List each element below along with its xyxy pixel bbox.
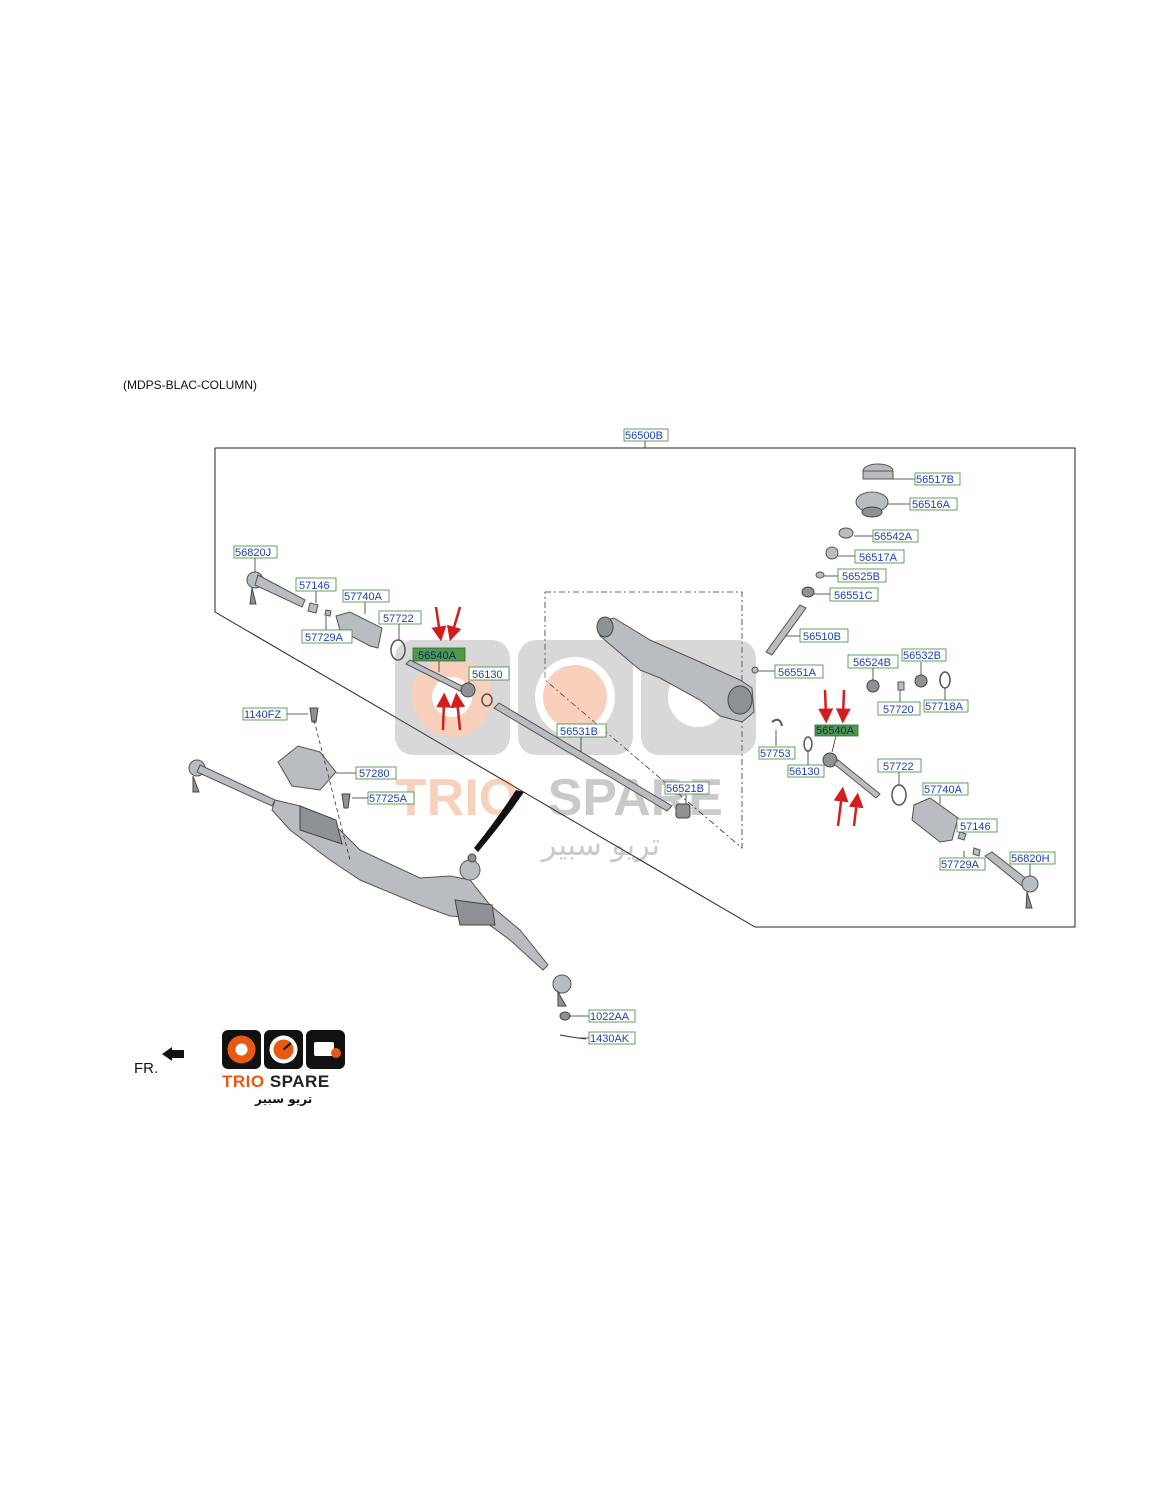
- watermark-brand-second: SPARE: [548, 769, 723, 827]
- label-56524B[interactable]: 56524B: [853, 657, 891, 669]
- brand-logo-text: TRIO SPARE: [222, 1072, 330, 1092]
- part-57280-bracket: [277, 745, 337, 791]
- part-57725A-bolt: [341, 793, 351, 809]
- part-57740A-right-boot: [911, 797, 959, 843]
- part-labels: 56500B 56517B 56516A 56542A 56517A 56525…: [233, 428, 1056, 1045]
- part-56540A-right-inner-rod: [833, 759, 881, 799]
- part-56524B: [866, 679, 880, 693]
- bolt-dashed-guide: [313, 719, 351, 861]
- callout-pointer: [474, 790, 524, 852]
- part-1140FZ-bolt: [309, 707, 319, 723]
- part-56531B-rack-bar: [493, 702, 673, 812]
- label-56540A-right[interactable]: 56540A: [816, 725, 855, 737]
- label-56551C[interactable]: 56551C: [834, 590, 873, 602]
- part-57146-right: [957, 831, 967, 841]
- highlight-arrows: [431, 606, 864, 827]
- part-56532B: [914, 674, 928, 688]
- label-56517B[interactable]: 56517B: [916, 474, 954, 486]
- part-rack-housing: [597, 617, 755, 723]
- leader-lines: [254, 478, 1031, 1039]
- label-57725A[interactable]: 57725A: [369, 793, 408, 805]
- label-56500B[interactable]: 56500B: [625, 430, 663, 442]
- label-1140FZ[interactable]: 1140FZ: [244, 709, 281, 721]
- label-57740A-right[interactable]: 57740A: [924, 784, 963, 796]
- part-57146-left: [307, 602, 319, 614]
- right-side-parts: [803, 736, 1039, 909]
- main-tie-rod-end-right: [552, 974, 572, 994]
- watermark-brand: TRIO SPARE: [395, 769, 723, 827]
- label-56525B[interactable]: 56525B: [842, 571, 880, 583]
- label-57740A-left[interactable]: 57740A: [344, 591, 383, 603]
- red-arrow-1: [431, 606, 447, 642]
- red-arrow-2: [446, 606, 462, 642]
- part-57729A-left: [324, 609, 332, 617]
- red-arrow-4: [450, 692, 466, 731]
- label-56531B[interactable]: 56531B: [560, 726, 598, 738]
- engine-icon: [314, 1042, 334, 1056]
- label-57146-right[interactable]: 57146: [960, 821, 991, 833]
- label-56130-left[interactable]: 56130: [472, 669, 503, 681]
- watermark-arabic: تريو سبير: [540, 828, 660, 863]
- part-57722-right: [891, 784, 907, 806]
- part-57729A-right: [972, 847, 981, 857]
- red-arrow-7: [833, 786, 849, 827]
- label-57753[interactable]: 57753: [760, 748, 791, 760]
- part-56551A: [751, 666, 759, 674]
- part-56130-left: [481, 693, 493, 707]
- part-57722-left: [390, 639, 406, 661]
- watermark-gauge-icon: [535, 657, 615, 737]
- brand-logo-first: TRIO: [222, 1072, 265, 1091]
- label-56532B[interactable]: 56532B: [903, 650, 941, 662]
- label-57280[interactable]: 57280: [359, 768, 390, 780]
- label-56551A[interactable]: 56551A: [778, 667, 817, 679]
- brand-logo-arabic: تريو سبير: [255, 1092, 313, 1106]
- part-56542A: [838, 527, 854, 539]
- part-56521B: [675, 803, 691, 819]
- label-56820J[interactable]: 56820J: [235, 547, 271, 559]
- red-arrow-5: [818, 689, 834, 724]
- label-56542A[interactable]: 56542A: [874, 531, 913, 543]
- label-56510B[interactable]: 56510B: [803, 631, 841, 643]
- part-56525B: [815, 571, 825, 579]
- part-56551C: [801, 586, 815, 598]
- label-56540A-left[interactable]: 56540A: [418, 650, 457, 662]
- label-57729A-right[interactable]: 57729A: [941, 859, 980, 871]
- part-56510B-pinion: [765, 604, 807, 656]
- diagram-caption: (MDPS-BLAC-COLUMN): [123, 378, 258, 392]
- part-1022AA-nut: [559, 1011, 571, 1021]
- label-1022AA[interactable]: 1022AA: [590, 1011, 630, 1023]
- label-56820H[interactable]: 56820H: [1011, 853, 1050, 865]
- label-57718A[interactable]: 57718A: [925, 701, 964, 713]
- label-1430AK[interactable]: 1430AK: [590, 1033, 630, 1045]
- part-56517A: [825, 546, 839, 560]
- rack-dashed-outline: [544, 591, 743, 849]
- brand-logo-icons: [222, 1030, 345, 1069]
- label-56521B[interactable]: 56521B: [666, 783, 704, 795]
- part-57718A: [939, 671, 951, 689]
- label-57146-left[interactable]: 57146: [299, 580, 330, 592]
- label-56130-right[interactable]: 56130: [789, 766, 820, 778]
- main-steering-gear: [188, 707, 587, 1040]
- pinion-parts: [751, 463, 951, 727]
- brand-logo-second: SPARE: [269, 1072, 330, 1091]
- part-57753: [771, 718, 783, 727]
- part-57720: [897, 681, 905, 691]
- front-marker: FR.: [134, 1060, 159, 1077]
- part-56130-right: [803, 736, 813, 752]
- part-1430AK-pin: [559, 1034, 587, 1040]
- label-57722-left[interactable]: 57722: [383, 613, 414, 625]
- label-57720[interactable]: 57720: [883, 704, 914, 716]
- red-arrow-8: [848, 792, 864, 827]
- assembly-outline: [214, 447, 1076, 928]
- red-arrow-3: [436, 692, 452, 731]
- red-arrow-6: [835, 689, 851, 724]
- label-56517A[interactable]: 56517A: [859, 552, 898, 564]
- label-57729A-left[interactable]: 57729A: [305, 632, 344, 644]
- label-57722-right[interactable]: 57722: [883, 761, 914, 773]
- front-direction-arrow-icon: [162, 1047, 184, 1061]
- label-56516A[interactable]: 56516A: [912, 499, 951, 511]
